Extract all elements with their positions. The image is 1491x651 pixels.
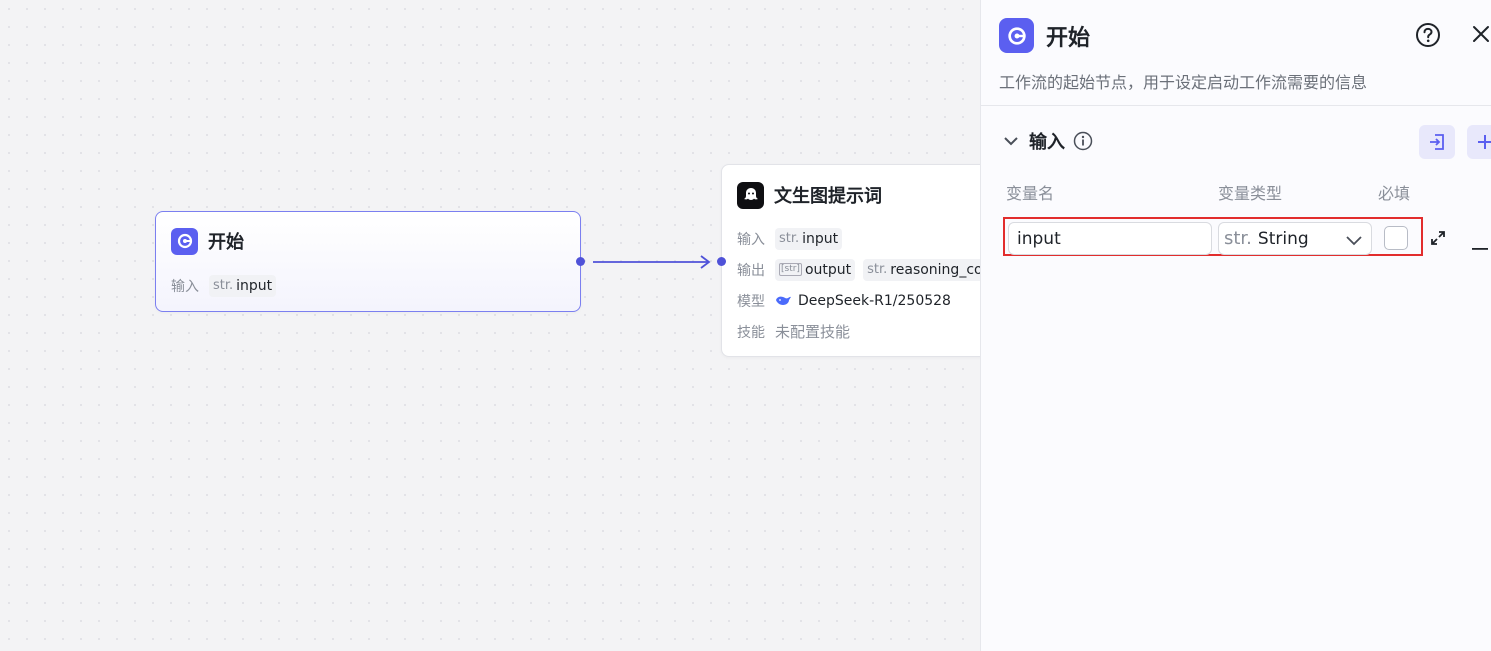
llm-node-skill-row: 技能 未配置技能 bbox=[722, 316, 980, 347]
required-checkbox[interactable] bbox=[1384, 226, 1408, 250]
input-section-header[interactable]: 输入 bbox=[1003, 128, 1093, 154]
llm-node-model-row: 模型 DeepSeek-R1/250528 bbox=[722, 285, 980, 316]
import-button[interactable] bbox=[1419, 125, 1455, 159]
start-node-icon bbox=[999, 18, 1034, 53]
llm-node-input-port[interactable] bbox=[717, 257, 726, 266]
var-name: input bbox=[802, 230, 839, 247]
start-node-input-row: 输入 str. input bbox=[156, 270, 580, 301]
add-variable-button[interactable] bbox=[1467, 125, 1491, 159]
var-name: input bbox=[236, 277, 273, 294]
llm-node-output-row: 输出 [str] output str. reasoning_con bbox=[722, 254, 980, 285]
llm-node-output-chip: str. reasoning_con bbox=[863, 258, 980, 281]
variable-type-value: String bbox=[1257, 228, 1309, 249]
start-node-icon bbox=[171, 227, 198, 255]
start-node-header: 开始 bbox=[156, 212, 580, 270]
llm-node[interactable]: 文生图提示词 输入 str. input 输出 [str] output str… bbox=[717, 164, 980, 357]
variable-name-input[interactable] bbox=[1008, 222, 1212, 255]
var-type-tag: str. bbox=[779, 231, 800, 246]
llm-node-input-row: 输入 str. input bbox=[722, 223, 980, 254]
start-node-input-chip: str. input bbox=[209, 274, 277, 297]
panel-header: 开始 工作流的起始节点，用于设定启动工作流需要的信息 bbox=[981, 0, 1491, 106]
llm-node-input-label: 输入 bbox=[737, 231, 765, 248]
panel-description: 工作流的起始节点，用于设定启动工作流需要的信息 bbox=[999, 73, 1368, 92]
expand-icon[interactable] bbox=[1429, 229, 1447, 251]
column-header-name: 变量名 bbox=[1006, 184, 1055, 203]
column-header-required: 必填 bbox=[1378, 184, 1411, 203]
start-node-output-port[interactable] bbox=[576, 257, 585, 266]
chevron-down-icon bbox=[1345, 232, 1363, 252]
variable-type-select[interactable]: str. String bbox=[1218, 222, 1372, 255]
panel-title-row: 开始 bbox=[999, 18, 1090, 53]
var-type-prefix: str. bbox=[1224, 228, 1252, 249]
connection-edge[interactable] bbox=[585, 252, 715, 272]
column-header-type: 变量类型 bbox=[1218, 184, 1283, 203]
llm-node-output-label: 输出 bbox=[737, 262, 765, 279]
llm-node-header: 文生图提示词 bbox=[722, 165, 980, 225]
llm-node-skill-label: 技能 bbox=[737, 324, 765, 341]
plus-icon bbox=[1476, 133, 1491, 151]
var-type-tag: str. bbox=[213, 278, 234, 293]
close-icon[interactable] bbox=[1471, 24, 1491, 48]
var-type-tag: str. bbox=[867, 262, 888, 277]
input-section-title: 输入 bbox=[1029, 132, 1065, 153]
help-icon[interactable] bbox=[1415, 22, 1441, 52]
info-icon[interactable] bbox=[1073, 131, 1093, 151]
llm-node-title: 文生图提示词 bbox=[774, 186, 882, 207]
var-name: output bbox=[804, 261, 852, 278]
var-name: reasoning_con bbox=[890, 261, 980, 278]
remove-variable-icon[interactable] bbox=[1471, 236, 1489, 255]
import-icon bbox=[1427, 132, 1447, 152]
node-config-panel: 开始 工作流的起始节点，用于设定启动工作流需要的信息 输入 变量名 变量类型 必… bbox=[980, 0, 1491, 651]
start-node[interactable]: 开始 输入 str. input bbox=[155, 211, 585, 312]
start-node-title: 开始 bbox=[208, 232, 244, 253]
llm-node-output-chip: [str] output bbox=[775, 258, 856, 281]
chevron-down-icon[interactable] bbox=[1003, 133, 1019, 149]
llm-node-skill-value: 未配置技能 bbox=[775, 323, 851, 341]
variable-row: str. String bbox=[1003, 217, 1423, 256]
panel-title: 开始 bbox=[1046, 25, 1091, 51]
workflow-canvas[interactable]: 开始 输入 str. input 文生图提示词 输入 str. inpu bbox=[0, 0, 980, 651]
deepseek-whale-icon bbox=[775, 294, 792, 307]
llm-node-icon bbox=[737, 181, 764, 209]
llm-node-input-chip: str. input bbox=[775, 227, 843, 250]
llm-node-model-value: DeepSeek-R1/250528 bbox=[798, 292, 951, 309]
llm-node-model-label: 模型 bbox=[737, 293, 765, 310]
var-type-tag: [str] bbox=[779, 263, 802, 276]
start-node-input-label: 输入 bbox=[171, 278, 199, 295]
